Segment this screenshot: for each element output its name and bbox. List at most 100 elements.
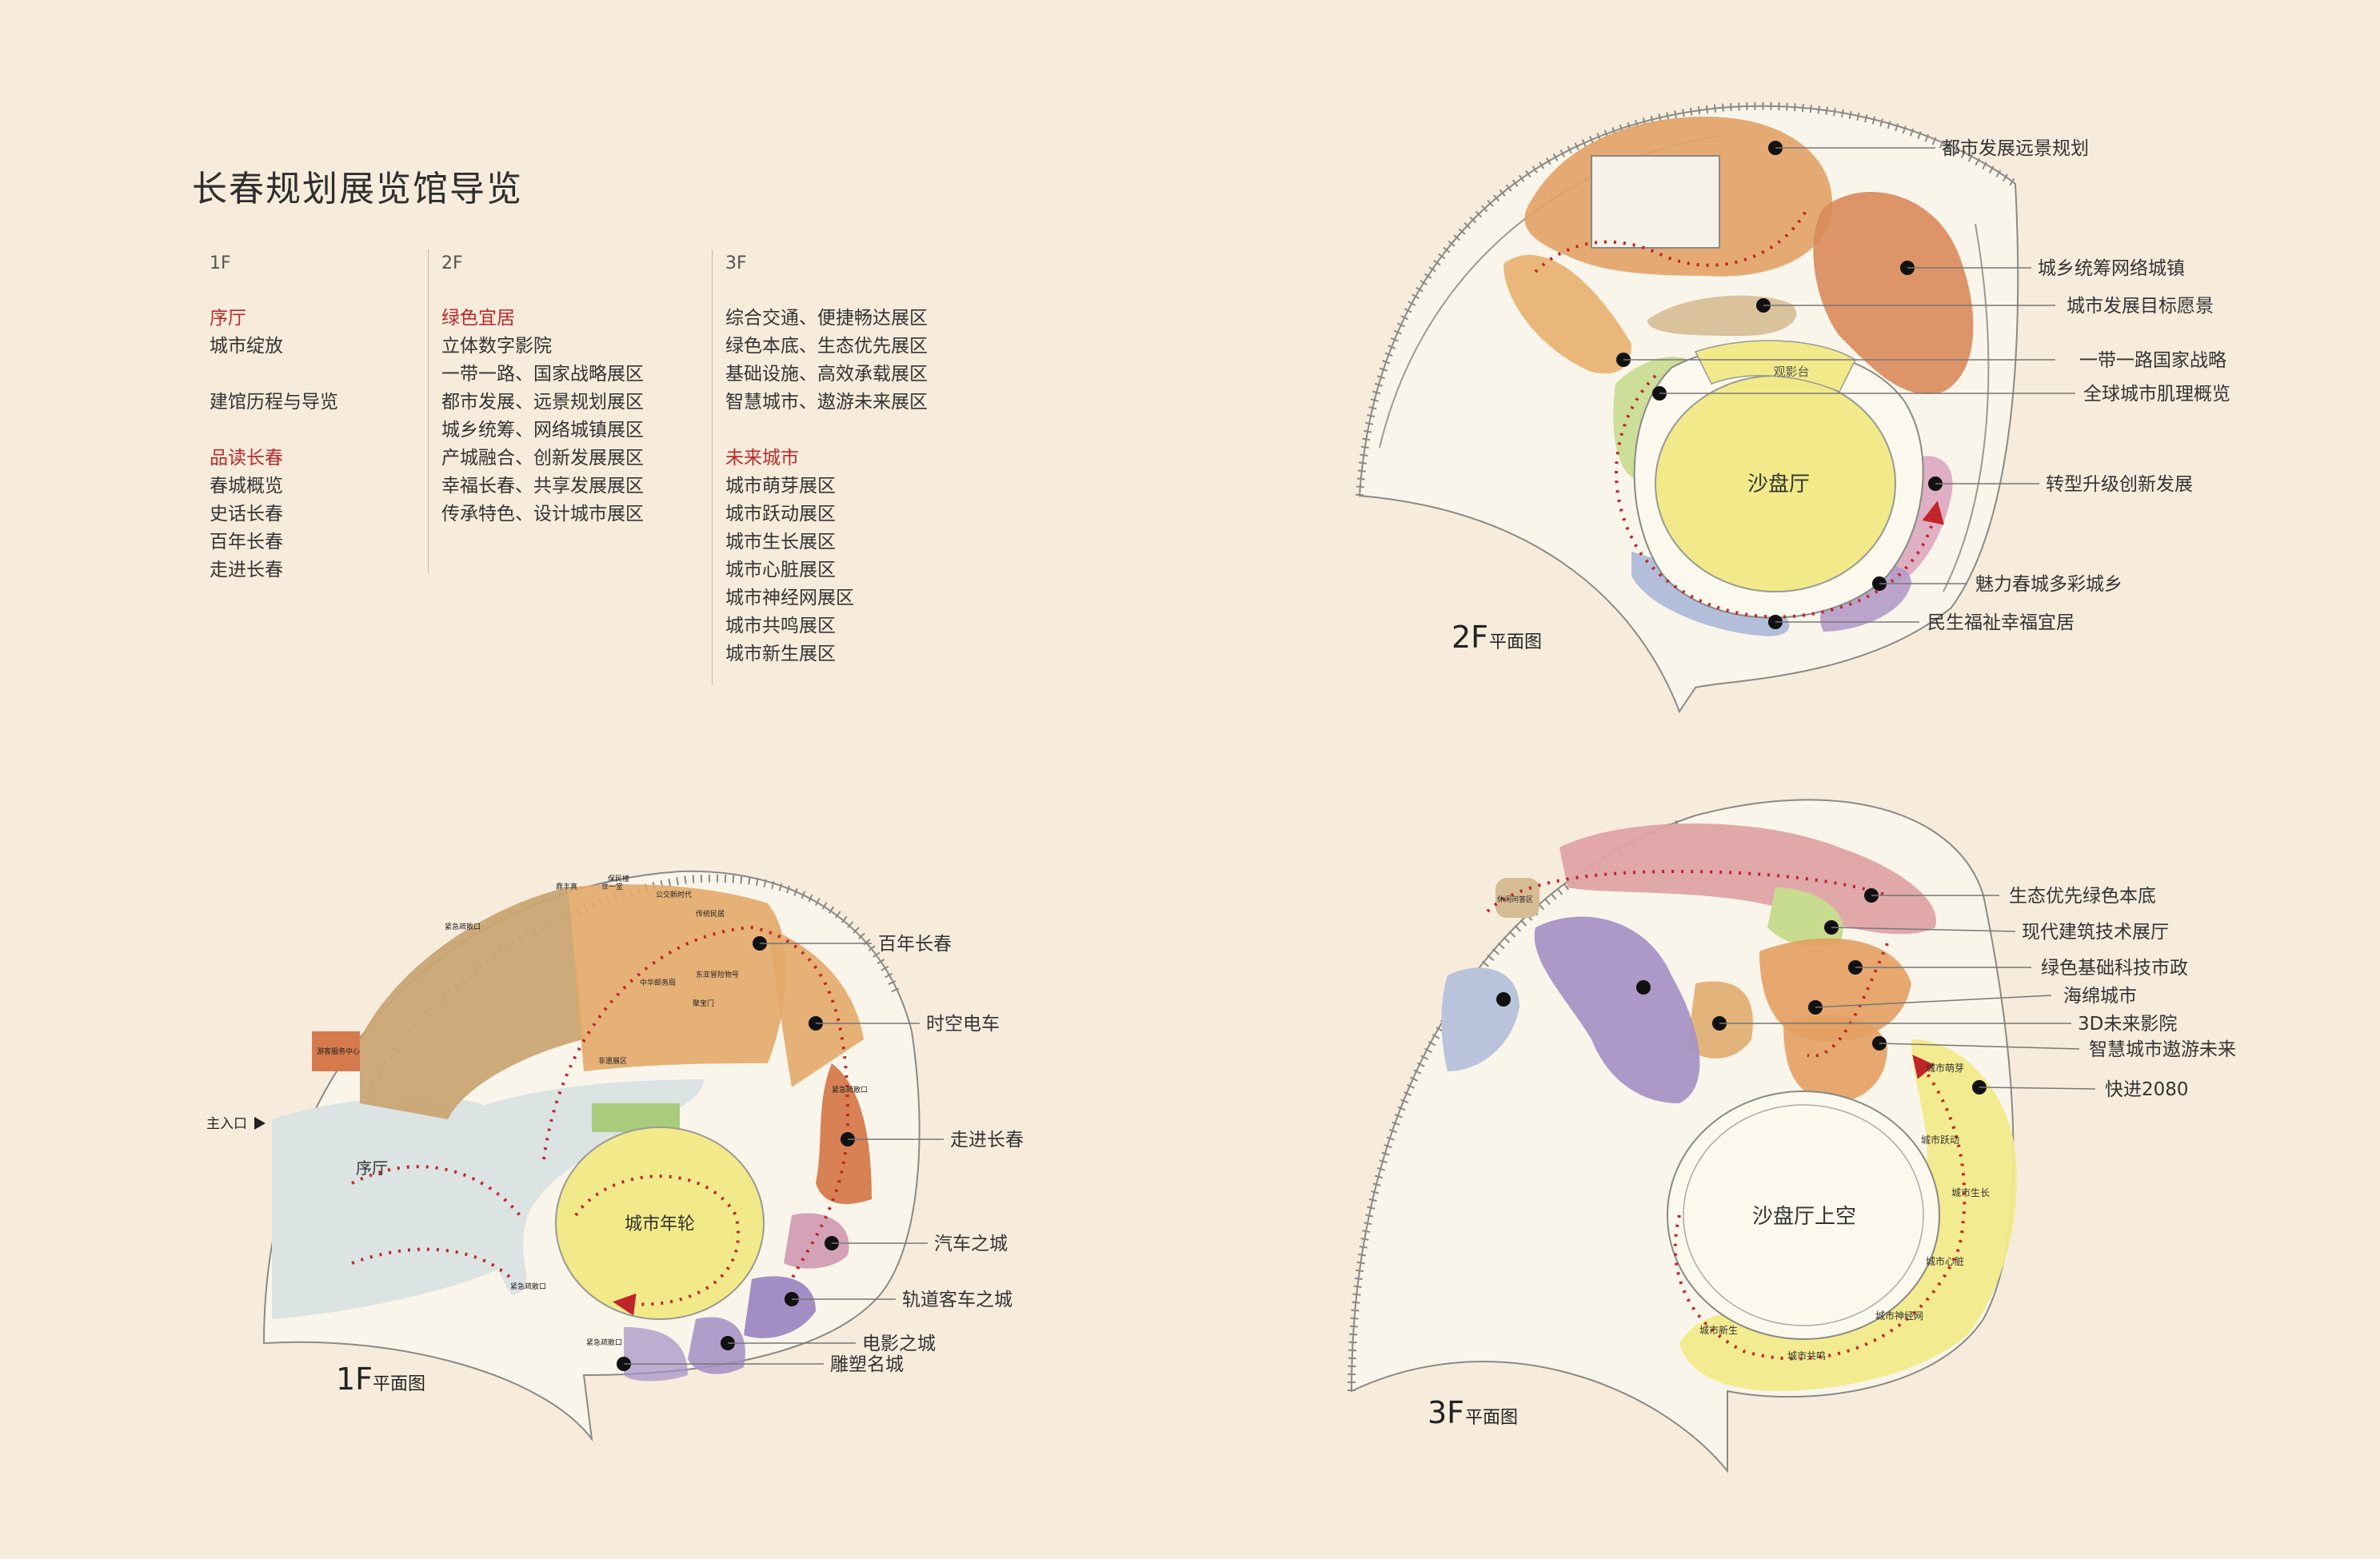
plan-caption-floor: 3F <box>1428 1395 1464 1430</box>
exhibit-label: 3D未来影院 <box>2078 1014 2177 1035</box>
toc-heading: 未来城市 <box>725 448 799 468</box>
exhibit-label: 快进2080 <box>2105 1079 2189 1100</box>
exhibit-label: 时空电车 <box>926 1014 1000 1035</box>
city-rings-hall <box>555 1126 765 1320</box>
small-label: 城市萌芽 <box>1926 1062 1964 1074</box>
hall-label: 沙盘厅上空 <box>1752 1205 1856 1229</box>
hall-label: 沙盘厅 <box>1747 472 1810 496</box>
toc-heading: 品读长春 <box>210 448 283 468</box>
toc-item: 智慧城市、遨游未来展区 <box>725 392 928 413</box>
sand-table-void <box>1667 1091 1940 1340</box>
page-title: 长春规划展览馆导览 <box>192 169 523 209</box>
marker-dot <box>1496 992 1511 1007</box>
toc-item: 城市生长展区 <box>725 532 836 552</box>
toc-column-3f: 3F 综合交通、便捷畅达展区 绿色本底、生态优先展区 基础设施、高效承载展区 智… <box>725 249 928 668</box>
zone-sponge <box>1783 1015 1887 1103</box>
small-label: 世一堂 <box>601 882 623 891</box>
zone-century <box>568 884 787 1071</box>
zone-network-towns <box>1813 192 1974 394</box>
zone-ecology <box>1559 823 1936 935</box>
small-label: 紧急疏散口 <box>510 1282 546 1291</box>
small-label: 保民楼 <box>608 874 629 883</box>
hall-label: 城市年轮 <box>625 1214 695 1234</box>
viewing-label: 观影台 <box>1773 365 1809 379</box>
sand-table-void-inner <box>1683 1104 1924 1326</box>
leader-lines <box>624 943 944 1365</box>
toc-floor-label: 1F <box>210 253 231 273</box>
toc-item: 综合交通、便捷畅达展区 <box>725 308 928 329</box>
zone-sculpture <box>624 1327 688 1382</box>
plan-caption-suffix: 平面图 <box>1465 1408 1518 1428</box>
exhibit-label: 魅力春城多彩城乡 <box>1975 574 2122 595</box>
toc-item: 百年长春 <box>210 532 283 552</box>
entrance-label: 主入口 <box>206 1116 247 1132</box>
exhibit-label: 海绵城市 <box>2063 986 2137 1007</box>
zone-history-tan <box>360 887 584 1119</box>
toc-item: 产城融合、创新发展展区 <box>441 448 644 468</box>
zone-modern-arch <box>1767 887 1843 947</box>
small-label: 休闲问答区 <box>1497 895 1533 904</box>
small-label: 城市生长 <box>1951 1186 1990 1198</box>
leader-lines <box>1623 147 2075 623</box>
toc-floor-label: 2F <box>441 253 463 273</box>
toc-item: 幸福长春、共享发展展区 <box>441 476 644 496</box>
small-label: 东亚冒险物号 <box>696 970 739 979</box>
plan-caption-floor: 2F <box>1452 620 1488 655</box>
lobby-ring <box>448 1079 704 1295</box>
toc-item: 城乡统筹、网络城镇展区 <box>441 420 644 441</box>
exhibit-label: 转型升级创新发展 <box>2046 474 2193 495</box>
plan-caption-suffix: 平面图 <box>1489 632 1542 652</box>
toc-column-2f: 2F 绿色宜居 立体数字影院 一带一路、国家战略展区 都市发展、远景规划展区 城… <box>441 249 644 528</box>
exhibit-label: 走进长春 <box>950 1130 1024 1150</box>
toc-item: 基础设施、高效承载展区 <box>725 364 928 385</box>
zone-film <box>688 1317 745 1374</box>
small-label: 城市共鸣 <box>1787 1350 1826 1362</box>
exhibit-label: 生态优先绿色本底 <box>2009 886 2156 907</box>
toc-item: 建馆历程与导览 <box>210 392 338 413</box>
exhibit-label: 雕塑名城 <box>830 1354 904 1375</box>
floor-plan-2f: 沙盘厅 观影台 都市发展远景规划 城乡统筹网络城镇 城市发展目标愿景 一带一路国… <box>1356 102 2230 714</box>
plan-caption-floor: 1F <box>336 1362 373 1397</box>
toc-item: 史话长春 <box>210 504 283 524</box>
toc-heading: 绿色宜居 <box>441 308 515 329</box>
exhibit-label: 都市发展远景规划 <box>1942 138 2089 159</box>
toc-item: 城市绽放 <box>210 336 283 357</box>
zone-transport <box>1534 916 1700 1103</box>
zone-rail <box>744 1276 816 1338</box>
exhibit-label: 电影之城 <box>862 1334 936 1354</box>
toc-divider <box>428 249 429 573</box>
small-label: 城市心脏 <box>1926 1255 1964 1267</box>
exhibit-label: 百年长春 <box>878 934 952 955</box>
zone-auto-city <box>784 1213 849 1269</box>
toc-item: 立体数字影院 <box>441 336 552 357</box>
visitor-center <box>312 1031 360 1071</box>
toc-column-1f: 1F 序厅 城市绽放 建馆历程与导览 品读长春 春城概览 史话长春 百年长春 走… <box>210 249 338 584</box>
toc-divider <box>712 249 713 685</box>
exhibit-label: 绿色基础科技市政 <box>2041 958 2188 979</box>
exhibit-label: 民生福祉幸福宜居 <box>1927 612 2075 633</box>
leader-lines <box>1719 895 2096 1090</box>
floor-plan-3f: 沙盘厅上空 生态优先绿色本底 现代建筑技术展厅 绿色基础科技市政 海绵城市 3D… <box>1348 799 2236 1473</box>
floor-plan-1f: 城市年轮 百年长春 时空电车 走进长春 汽车之城 轨道客车之城 电影之城 雕塑名… <box>206 870 1024 1442</box>
small-label: 城市跃动 <box>1921 1134 1959 1146</box>
exhibit-label: 汽车之城 <box>934 1234 1008 1254</box>
exhibit-label: 城市发展目标愿景 <box>2067 296 2214 317</box>
small-label: 公交新时代 <box>656 890 692 899</box>
toc-item: 走进长春 <box>210 560 283 580</box>
exhibit-label: 一带一路国家战略 <box>2079 350 2226 371</box>
exhibit-label: 现代建筑技术展厅 <box>2022 922 2169 943</box>
small-label: 游客服务中心 <box>317 1047 360 1056</box>
small-label: 鼎丰真 <box>556 882 577 891</box>
entrance-arrow-icon <box>254 1117 266 1130</box>
toc-item: 城市心脏展区 <box>725 560 836 580</box>
toc-item: 城市跃动展区 <box>725 504 836 524</box>
zone-future-city <box>1679 1039 2017 1391</box>
plan-caption-suffix: 平面图 <box>373 1374 425 1394</box>
toc-item: 都市发展、远景规划展区 <box>441 392 644 413</box>
lobby-label: 序厅 <box>356 1158 388 1178</box>
small-label: 传统民居 <box>696 909 725 919</box>
toc-item: 传承特色、设计城市展区 <box>441 504 644 524</box>
toc-item: 一带一路、国家战略展区 <box>441 364 644 385</box>
